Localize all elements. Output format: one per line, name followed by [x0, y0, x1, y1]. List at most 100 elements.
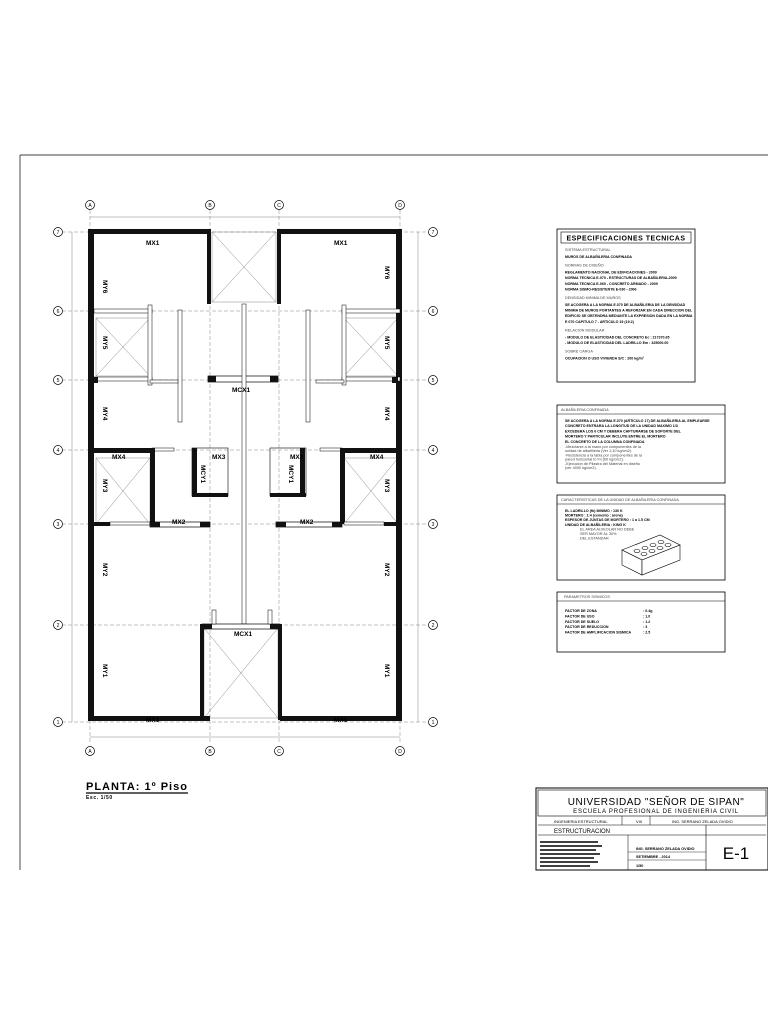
albanileria-panel: ALBAÑILERIA CONFINADA SE ACOGERA A LA NO… — [556, 404, 726, 484]
seismic-param-name: FACTOR DE REDUCCION — [565, 625, 609, 629]
spec-line: - MODULO DE ELASTICIDAD DEL CONCRETO Ec … — [565, 335, 670, 339]
spec-line: OCUPACION O USO VIVIENDA S/C : 200 kg/m² — [565, 357, 645, 361]
title-block: UNIVERSIDAD "SEÑOR DE SIPAN" ESCUELA PRO… — [535, 787, 768, 871]
axis-number: 4 — [57, 448, 60, 454]
spec-line: MUROS DE ALBAÑILERIA CONFINADA — [565, 254, 632, 259]
label-my1: MY1 — [101, 664, 108, 678]
albanileria-line: EL CONCRETO DE LA COLUMNA CONFINADA — [565, 440, 645, 444]
unit-line: ESPESOR DE JUNTAS DE MORTERO : 1 a 1.5 C… — [565, 518, 650, 522]
albanileria-line: EXCEDERA LOS 6 CM Y DEBERA CAPTURARSE DE… — [565, 429, 682, 433]
axis-number: 1 — [57, 720, 60, 726]
unit-line: MORTERO : 1:4 (cemento : arena) — [565, 514, 624, 518]
axis-bubble — [428, 519, 438, 529]
albanileria-line: pared horizontal fc=m (60 kg/cm2). — [565, 458, 624, 462]
axis-bubble — [53, 227, 63, 237]
label-my2: MY2 — [101, 563, 108, 577]
spec-line: NORMA TECNICA E-060 - CONCRETO ARMADO - … — [565, 282, 658, 286]
axis-bubble — [395, 200, 405, 210]
dimension-lines — [71, 216, 419, 738]
author-name: ING. SERRANO ZELADA OVIDIO — [636, 847, 695, 851]
albanileria-line: SE ACOGERA A LA NORMA E.070 (ARTICULO 17… — [565, 418, 710, 423]
unit-line: EL LADRILLO (fb) MINIMO : 130 K — [565, 509, 623, 513]
unit-line: SER MAYOR AL 30% — [580, 532, 617, 536]
specs-panel: ESPECIFICACIONES TECNICAS SISTEMA ESTRUC… — [556, 228, 696, 383]
axis-number: 7 — [57, 230, 60, 236]
spec-line: NORMAS DE DISEÑO — [565, 263, 604, 268]
seismic-param-value: : 2.5 — [643, 631, 650, 635]
label-mx1: MX1 — [146, 717, 160, 724]
axis-bubble — [53, 375, 63, 385]
axis-number: 1 — [432, 720, 435, 726]
axis-bubble — [53, 445, 63, 455]
seismic-param-value: : 1.0 — [643, 614, 650, 618]
axis-bubble — [85, 746, 95, 756]
axis-letter: B — [208, 203, 212, 209]
sheet-title: ESTRUCTURACION — [554, 829, 610, 835]
spec-line: SISTEMA ESTRUCTURAL — [565, 248, 611, 252]
axis-bubble — [85, 200, 95, 210]
seismic-param-name: FACTOR DE USO — [565, 614, 595, 618]
axis-letter: C — [277, 203, 281, 209]
unit-line: UNIDAD DE ALBAÑILERIA : KING K — [565, 522, 626, 527]
spec-line: NORMA SISMO-RESISTENTE E-030 - 2006 — [565, 287, 637, 291]
seismic-param-value: : 0.4g — [643, 609, 652, 613]
seismic-param-name: FACTOR DE AMPLIFICACION SISMICA — [565, 631, 631, 635]
albanileria-line: CONCRETO ENTRARA LA LONGITUD DE LA UNIDA… — [565, 424, 678, 428]
axis-number: 3 — [57, 522, 60, 528]
label-my4: MY4 — [101, 407, 108, 421]
unit-line: DEL ESTANDAR — [580, 537, 609, 541]
spec-line: E 070 CAPITULO 7 - ARTICULO 19 (19.2) — [565, 320, 635, 324]
spec-line: NORMA TECNICA E-070 - ESTRUCTURAS DE ALB… — [565, 275, 677, 280]
axis-bubble — [53, 620, 63, 630]
axis-bubble — [53, 519, 63, 529]
axis-bubble — [53, 717, 63, 727]
label-mcy1: MCY1 — [287, 465, 294, 483]
axis-number: 5 — [57, 378, 60, 384]
label-mx1: MX1 — [146, 240, 160, 247]
unit-line: EL AREA ALVEOLAR NO DEBE — [580, 527, 635, 531]
label-my6: MY6 — [101, 280, 108, 294]
label-my4: MY4 — [383, 407, 390, 421]
label-mx3: MX3 — [290, 454, 304, 461]
label-my5: MY5 — [101, 336, 108, 350]
spec-line: SOBRE CARGA — [565, 350, 593, 354]
label-mcx1: MCX1 — [234, 631, 252, 638]
axis-bubble — [428, 306, 438, 316]
spec-line: - MODULO DE ELASTICIDAD DEL LADRILLO Em … — [565, 341, 668, 345]
axis-bubble — [395, 746, 405, 756]
axis-letter: B — [208, 749, 212, 755]
albanileria-line: -Mezclarse a la mano por componentes de … — [565, 445, 642, 449]
label-my2: MY2 — [383, 563, 390, 577]
label-my5: MY5 — [383, 336, 390, 350]
axis-number: 2 — [432, 623, 435, 629]
university-name: UNIVERSIDAD "SEÑOR DE SIPAN" — [568, 795, 745, 808]
label-my3: MY3 — [101, 479, 108, 493]
sheet-code: E-1 — [723, 844, 749, 863]
seismic-param-name: FACTOR DE SUELO — [565, 620, 599, 624]
axis-number: 4 — [432, 448, 435, 454]
label-my1: MY1 — [383, 664, 390, 678]
school-name: ESCUELA PROFESIONAL DE INGENIERIA CIVIL — [573, 809, 739, 815]
seismic-title: PARAMETROS SISMICOS — [564, 595, 610, 599]
albanileria-line: MORTERO Y PARTICULAR INCLUYE ENTRE EL MO… — [565, 435, 666, 439]
axis-bubble — [274, 746, 284, 756]
label-mx4: MX4 — [370, 454, 384, 461]
axis-bubble — [53, 306, 63, 316]
label-mx2: MX2 — [300, 519, 314, 526]
label-mx1: MX1 — [334, 240, 348, 247]
shafts — [95, 231, 399, 719]
label-mx2: MX2 — [172, 519, 186, 526]
walls — [88, 229, 402, 721]
axis-bubble — [428, 445, 438, 455]
label-mx4: MX4 — [112, 454, 126, 461]
label-my3: MY3 — [383, 479, 390, 493]
label-mx1: MX1 — [334, 717, 348, 724]
axis-number: 5 — [432, 378, 435, 384]
axis-letter: A — [88, 749, 92, 755]
seismic-panel: PARAMETROS SISMICOS FACTOR DE ZONA: 0.4g… — [556, 591, 726, 653]
unit-title: CARACTERISTICAS DE LA UNIDAD DE ALBAÑILE… — [561, 497, 679, 502]
axis-letter: C — [277, 749, 281, 755]
albanileria-line: -Ejecucion de Pilastra del Material en d… — [565, 462, 640, 466]
scale-value: 1/50 — [636, 864, 643, 868]
